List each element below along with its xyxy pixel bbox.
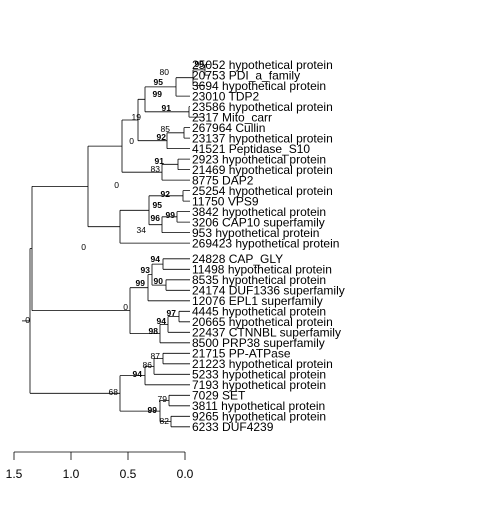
leaf-label: 2317 Mito_carr: [192, 111, 272, 125]
leaf-label: 6233 DUF4239: [192, 420, 274, 434]
support-value: 0: [81, 242, 86, 252]
leaf-label: 7029 SET: [192, 389, 246, 403]
support-value: 82: [160, 416, 170, 426]
support-value: 93: [141, 265, 151, 275]
branch: [170, 415, 190, 428]
support-value: 96: [151, 213, 161, 223]
support-value: 99: [166, 210, 176, 220]
support-value: 92: [161, 189, 171, 199]
support-value: 0: [129, 136, 134, 146]
support-value: 98: [149, 326, 159, 336]
tree-branches: [22, 64, 210, 428]
branch: [29, 248, 120, 394]
leaf-label: 11498 hypothetical protein: [192, 263, 332, 277]
leaf-label: 7193 hypothetical protein: [192, 378, 326, 392]
leaf-label: 11750 VPS9: [192, 195, 259, 209]
branch: [183, 127, 190, 139]
leaf-label: 23586 hypothetical protein: [192, 100, 333, 114]
support-value: 0: [114, 180, 119, 190]
support-value: 95: [153, 200, 163, 210]
leaf-label: 3811 hypothetical protein: [192, 399, 325, 413]
leaf-label: 8775 DAP2: [192, 174, 254, 188]
leaf-label: 8500 PRP38 superfamily: [192, 336, 325, 350]
support-value: 0: [25, 315, 30, 325]
support-value: 68: [109, 387, 119, 397]
branch: [165, 279, 190, 291]
branch: [166, 132, 190, 149]
support-value: 99: [148, 405, 158, 415]
branch: [168, 394, 190, 407]
branch: [162, 352, 190, 365]
leaf-label: 22437 CTNNBL superfamily: [192, 326, 341, 340]
axis-tick-label: 1.0: [63, 467, 80, 481]
leaf-label: 21223 hypothetical protein: [192, 357, 333, 371]
support-value: 91: [162, 103, 172, 113]
support-value: 97: [167, 308, 177, 318]
branch: [177, 158, 190, 170]
branch: [175, 77, 193, 97]
leaf-label: 953 hypothetical protein: [192, 226, 319, 240]
support-value: 79: [158, 394, 168, 404]
leaf-label: 4445 hypothetical protein: [192, 305, 326, 319]
branch: [176, 211, 190, 223]
leaf-label: 20665 hypothetical protein: [192, 315, 333, 329]
leaf-label: 9265 hypothetical protein: [192, 410, 326, 424]
leaf-label: 20753 PDI_a_family: [192, 69, 300, 83]
support-value: 85: [161, 124, 171, 134]
axis-tick-label: 0.0: [177, 467, 194, 481]
leaf-label: 41521 Peptidase_S10: [192, 142, 310, 156]
leaf-label: 267964 Cullin: [192, 121, 265, 135]
leaf-label: 23010 TDP2: [192, 90, 259, 104]
support-value: 83: [151, 164, 161, 174]
scale-axis: 1.5 1.0 0.5 0.0: [6, 451, 194, 481]
support-value: 92: [157, 132, 167, 142]
support-value: 80: [160, 67, 170, 77]
support-value: 19: [132, 112, 142, 122]
support-value: 99: [153, 89, 163, 99]
support-value: 99: [195, 59, 205, 69]
support-value: 95: [154, 77, 164, 87]
branch: [159, 324, 190, 344]
support-values: 99 80 95 99 91 19 85 92 0 91 83 0 92 95 …: [25, 59, 204, 426]
support-value: 94: [157, 316, 167, 326]
support-value: 0: [123, 302, 128, 312]
branch: [178, 310, 190, 323]
support-value: 91: [155, 156, 165, 166]
support-value: 87: [151, 351, 161, 361]
leaf-label: 25254 hypothetical protein: [192, 184, 333, 198]
support-value: 34: [137, 225, 147, 235]
leaf-labels: 25052 hypothetical protein 20753 PDI_a_f…: [192, 58, 345, 434]
leaf-label: 269423 hypothetical protein: [192, 237, 339, 251]
support-value: 99: [136, 278, 146, 288]
leaf-label: 24828 CAP_GLY: [192, 252, 283, 266]
axis-tick-label: 0.5: [120, 467, 137, 481]
leaf-label: 3842 hypothetical protein: [192, 205, 326, 219]
support-value: 94: [151, 254, 161, 264]
leaf-label: 25052 hypothetical protein: [192, 58, 333, 72]
leaf-label: 21715 PP-ATPase: [192, 347, 291, 361]
leaf-label: 24174 DUF1336 superfamily: [192, 284, 345, 298]
leaf-label: 23137 hypothetical protein: [192, 132, 333, 146]
leaf-label: 12076 EPL1 superfamily: [192, 294, 323, 308]
leaf-label: 5233 hypothetical protein: [192, 368, 326, 382]
leaf-label: 21469 hypothetical protein: [192, 163, 333, 177]
leaf-label: 2923 hypothetical protein: [192, 153, 326, 167]
support-value: 86: [143, 360, 153, 370]
leaf-label: 8535 hypothetical protein: [192, 273, 326, 287]
leaf-label: 3206 CAP10 superfamily: [192, 216, 325, 230]
leaf-label: 3694 hypothetical protein: [192, 79, 326, 93]
axis-tick-label: 1.5: [6, 467, 23, 481]
branch: [161, 163, 190, 181]
branch: [182, 190, 190, 202]
branch: [162, 258, 190, 270]
support-value: 94: [133, 369, 143, 379]
support-value: 90: [154, 276, 164, 286]
